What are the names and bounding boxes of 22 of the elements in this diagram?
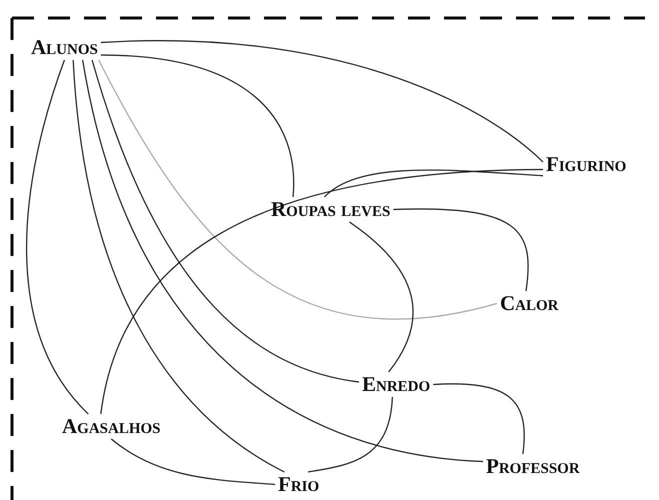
connector-curve bbox=[393, 208, 529, 292]
connector-curve bbox=[98, 60, 498, 320]
concept-label: Calor bbox=[497, 291, 562, 316]
connector-curve bbox=[110, 438, 276, 486]
connector-curve bbox=[100, 40, 544, 162]
concept-label: Agasalhos bbox=[59, 414, 164, 439]
connector-curve bbox=[308, 396, 393, 473]
connector-curve bbox=[100, 168, 544, 414]
concept-label: Roupas leves bbox=[268, 197, 394, 222]
connector-curve bbox=[324, 169, 544, 198]
connector-curve bbox=[82, 60, 484, 462]
connector-curve bbox=[92, 60, 360, 383]
connector-curve bbox=[433, 383, 525, 454]
concept-label: Figurino bbox=[543, 152, 630, 177]
connector-curve bbox=[72, 60, 285, 473]
connector-curve bbox=[26, 60, 89, 414]
concept-label: Frio bbox=[275, 472, 322, 497]
concept-label: Enredo bbox=[359, 372, 434, 397]
concept-label: Professor bbox=[483, 454, 583, 479]
concept-label: Alunos bbox=[28, 35, 101, 60]
connector-curve bbox=[349, 222, 414, 372]
connector-curve bbox=[100, 54, 294, 198]
